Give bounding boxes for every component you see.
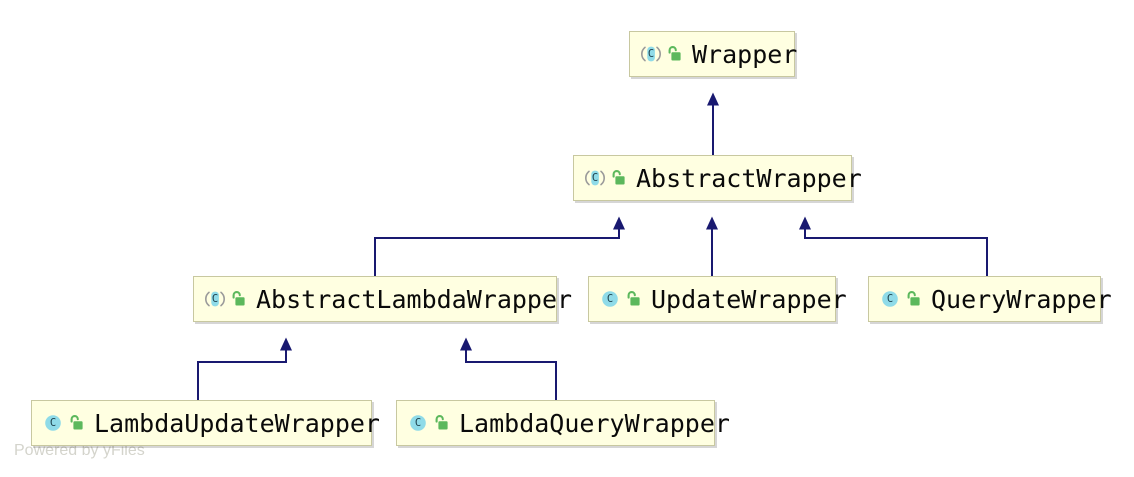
class-icon-concrete: C: [45, 415, 61, 431]
uml-class-label: LambdaUpdateWrapper: [94, 408, 380, 438]
unlock-icon: [612, 170, 625, 185]
svg-text:C: C: [607, 293, 613, 305]
uml-class-node[interactable]: C UpdateWrapper: [588, 276, 847, 322]
uml-class-label: AbstractLambdaWrapper: [256, 284, 573, 314]
generalization-edge: [197, 337, 292, 400]
uml-class-node[interactable]: C AbstractWrapper: [573, 155, 862, 201]
node-icon-group: C: [204, 288, 246, 310]
node-icon-group: C: [407, 412, 449, 434]
uml-class-label: LambdaQueryWrapper: [459, 408, 730, 438]
class-icon-abstract: C: [585, 170, 605, 186]
node-icon-group: C: [42, 412, 84, 434]
node-icon-group: C: [584, 167, 626, 189]
uml-class-label: QueryWrapper: [931, 284, 1112, 314]
class-icon-concrete: C: [882, 291, 898, 307]
unlock-icon: [907, 291, 920, 306]
uml-class-node[interactable]: C LambdaUpdateWrapper: [31, 400, 380, 446]
class-icon-abstract: C: [205, 291, 225, 307]
svg-text:C: C: [212, 293, 218, 305]
class-icon-concrete: C: [602, 291, 618, 307]
uml-class-node[interactable]: C Wrapper: [629, 31, 798, 77]
node-icon-group: C: [599, 288, 641, 310]
uml-class-label: Wrapper: [692, 39, 798, 69]
unlock-icon: [668, 46, 681, 61]
node-icon-group: C: [879, 288, 921, 310]
svg-text:C: C: [648, 48, 654, 60]
yfiles-watermark: Powered by yFiles: [14, 442, 145, 459]
class-icon-concrete: C: [410, 415, 426, 431]
unlock-icon: [232, 291, 245, 306]
unlock-icon: [627, 291, 640, 306]
uml-class-label: UpdateWrapper: [651, 284, 847, 314]
uml-class-node[interactable]: C AbstractLambdaWrapper: [193, 276, 572, 322]
svg-text:C: C: [50, 417, 56, 429]
svg-text:C: C: [887, 293, 893, 305]
uml-class-node[interactable]: C QueryWrapper: [868, 276, 1112, 322]
class-icon-abstract: C: [641, 46, 661, 62]
generalization-edge: [374, 216, 625, 276]
uml-class-label: AbstractWrapper: [636, 163, 862, 193]
unlock-icon: [70, 415, 83, 430]
svg-text:C: C: [415, 417, 421, 429]
node-icon-group: C: [640, 43, 682, 65]
generalization-edge: [799, 216, 988, 276]
generalization-edge: [460, 337, 557, 400]
uml-class-node[interactable]: C LambdaQueryWrapper: [396, 400, 730, 446]
svg-text:C: C: [592, 172, 598, 184]
unlock-icon: [435, 415, 448, 430]
